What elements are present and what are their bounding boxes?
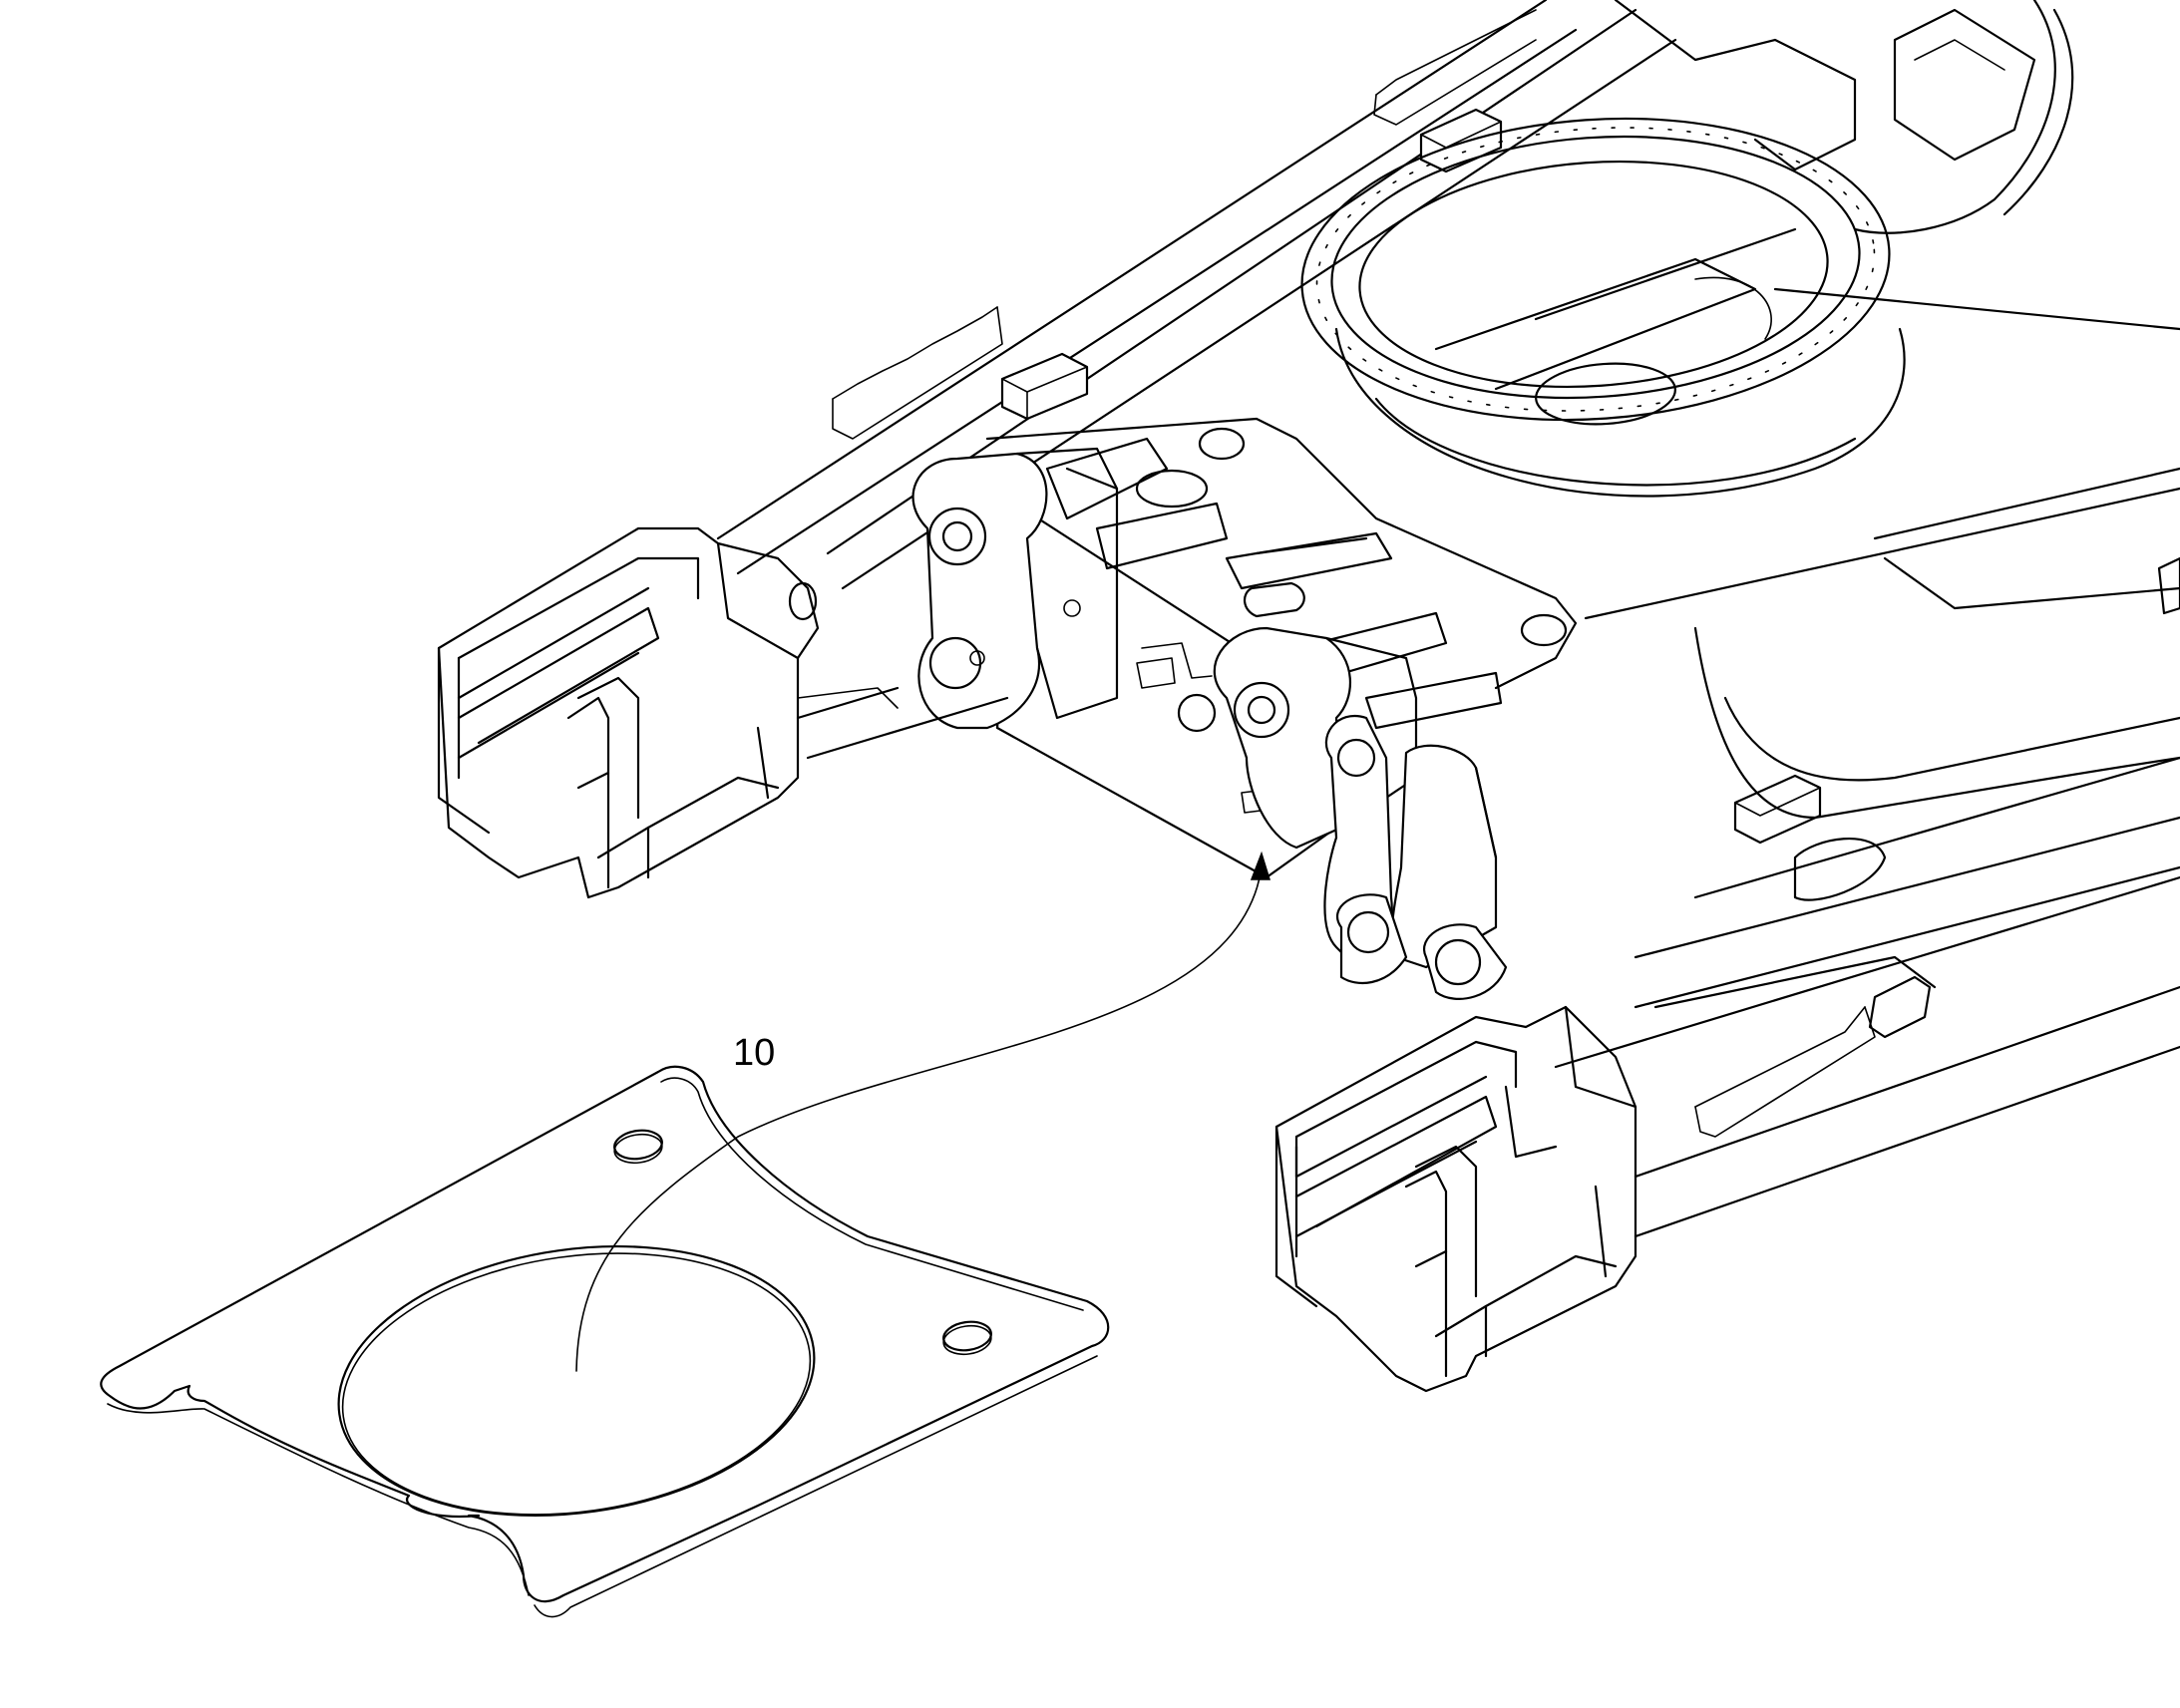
right-clevis-bracket bbox=[1213, 626, 1508, 1000]
center-frame-body bbox=[985, 287, 2180, 1039]
callout-label: 10 bbox=[733, 1032, 775, 1074]
gasket-plate-part-10 bbox=[100, 1065, 1110, 1618]
leader-arrowhead bbox=[1250, 851, 1272, 880]
swing-bearing-ring bbox=[1300, 117, 1906, 498]
frame-side-members bbox=[796, 686, 2180, 1238]
left-clevis-bracket bbox=[911, 447, 1119, 730]
undercarriage-frame bbox=[437, 0, 2180, 1393]
callout-10: 10 bbox=[575, 851, 1272, 1372]
leader-line bbox=[575, 866, 1263, 1372]
left-track-frame-end bbox=[437, 526, 899, 899]
mounting-brackets bbox=[1000, 108, 2180, 845]
right-track-frame-end bbox=[1274, 1005, 1637, 1393]
